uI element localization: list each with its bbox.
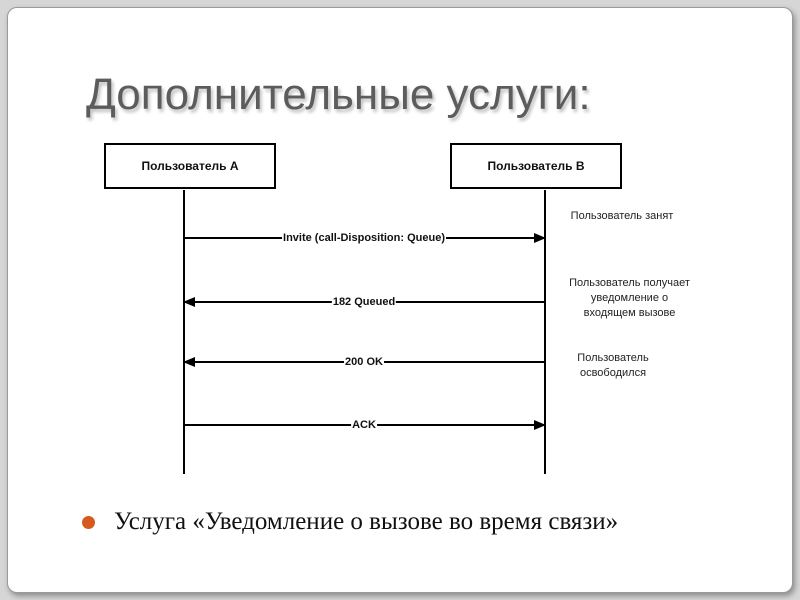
note-user-busy: Пользователь занят xyxy=(570,210,674,222)
participant-a: Пользователь А xyxy=(104,143,276,189)
bullet-text: Услуга «Уведомление о вызове во время св… xyxy=(114,508,619,535)
note-user-notified: Пользователь получает уведомление о вход… xyxy=(569,277,690,319)
message-label-200-ok: 200 OK xyxy=(344,356,384,368)
slide: Дополнительные услуги: Пользователь А По… xyxy=(7,7,793,593)
participant-b: Пользователь В xyxy=(450,143,622,189)
message-label-invite: Invite (call-Disposition: Queue) xyxy=(282,232,446,244)
bullet-dot-icon xyxy=(82,515,95,529)
sequence-diagram: Пользователь А Пользователь В Invite (ca… xyxy=(96,134,706,474)
message-label-182-queued: 182 Queued xyxy=(331,296,397,308)
message-label-ack: ACK xyxy=(351,419,377,431)
note-user-free: Пользователь освободился xyxy=(577,352,649,379)
slide-title: Дополнительные услуги: xyxy=(86,70,591,119)
bullet-item: Услуга «Уведомление о вызове во время св… xyxy=(82,508,618,536)
